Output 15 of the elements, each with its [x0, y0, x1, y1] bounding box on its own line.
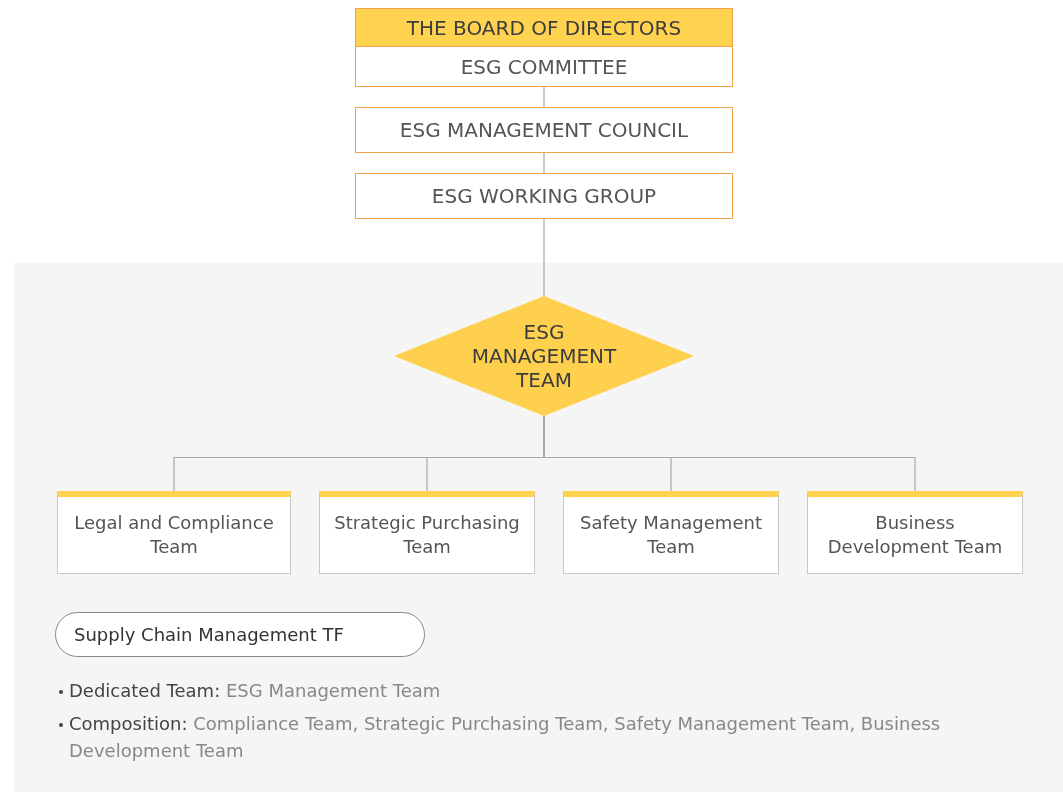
connector-line [543, 152, 545, 174]
node-label: ESG MANAGEMENT TEAM [470, 320, 618, 392]
team-box: Business Development Team [807, 491, 1023, 574]
team-box: Strategic Purchasing Team [319, 491, 535, 574]
committee-box: ESG MANAGEMENT COUNCIL [355, 107, 733, 153]
bullet-note: Dedicated Team: ESG Management Team [57, 677, 949, 704]
pill-box: Supply Chain Management TF [55, 612, 425, 657]
bullet-note: Composition: Compliance Team, Strategic Purchasing Team, Safety Management Team, Business Development Team [57, 710, 949, 764]
team-box: Legal and Compliance Team [57, 491, 291, 574]
committee-box: ESG COMMITTEE [355, 47, 733, 87]
connector-line [543, 86, 545, 108]
board-header-box: THE BOARD OF DIRECTORS [355, 8, 733, 47]
committee-box: ESG WORKING GROUP [355, 173, 733, 219]
connector-line [543, 218, 545, 297]
team-box: Safety Management Team [563, 491, 779, 574]
